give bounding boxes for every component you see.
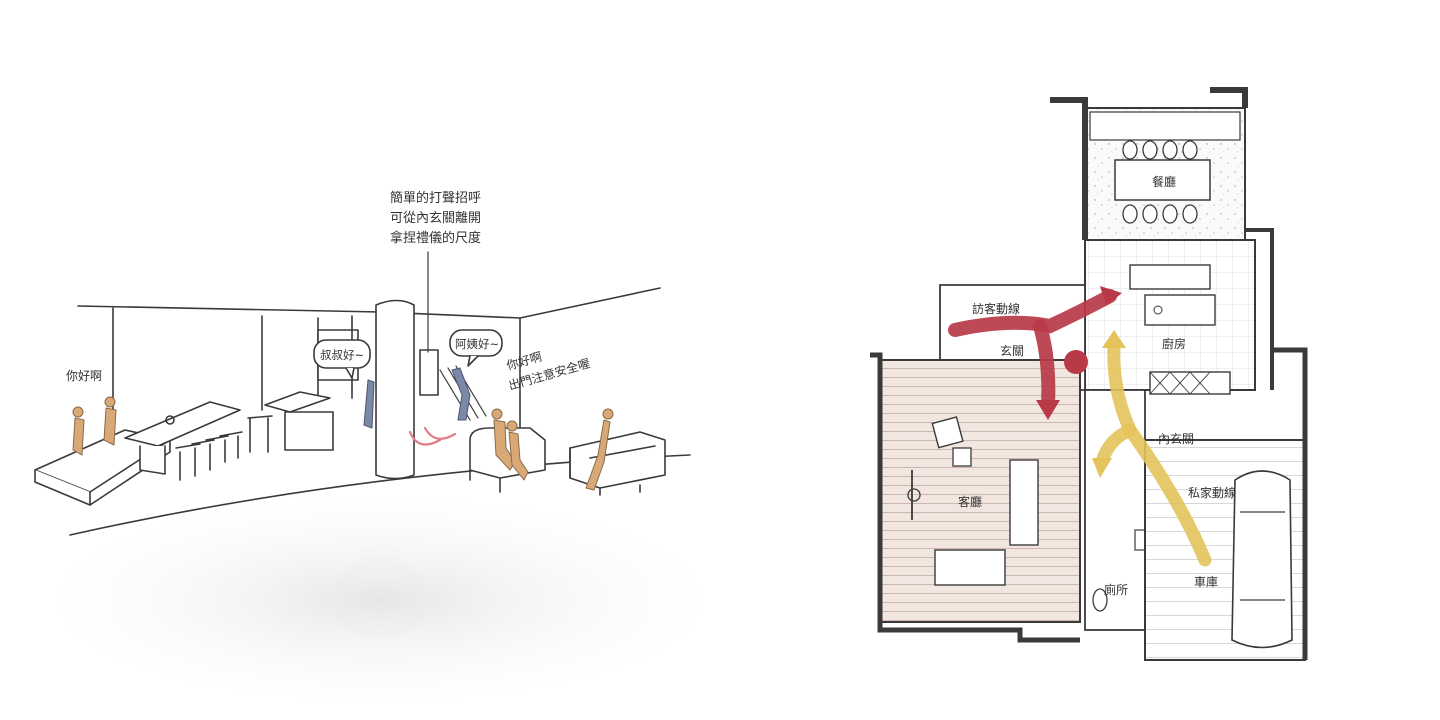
sketch-caption: 簡單的打聲招呼 可從內玄關離開 拿捏禮儀的尺度 xyxy=(390,190,481,246)
private-route-arrowhead xyxy=(1102,330,1126,348)
visitor-route-arrow xyxy=(948,289,1117,337)
room-label-inner-entry: 內玄關 xyxy=(1158,431,1194,446)
room-label-garage: 車庫 xyxy=(1194,575,1218,589)
room-label-dining: 餐廳 xyxy=(1152,174,1176,189)
room-label-toilet: 廁所 xyxy=(1104,582,1128,597)
greeting-reply-line: 你好啊 xyxy=(505,349,543,372)
center-column xyxy=(375,299,415,480)
caption-line: 拿捏禮儀的尺度 xyxy=(390,230,481,246)
caption-line: 可從內玄關離開 xyxy=(390,211,481,226)
sofa xyxy=(569,431,666,489)
private-route-arrow xyxy=(1107,338,1212,567)
room-label-entry: 玄關 xyxy=(1000,343,1024,358)
route-label-visitor: 訪客動線 xyxy=(972,301,1020,316)
kitchen-island-plan xyxy=(1129,264,1211,290)
dining-chairs xyxy=(1122,140,1198,224)
dining-table xyxy=(1114,159,1211,201)
car xyxy=(1231,470,1293,649)
visitor-route-dot xyxy=(1064,350,1088,374)
exterior-wall xyxy=(1050,97,1088,240)
bar-stools xyxy=(175,431,243,481)
floor-shadow xyxy=(60,500,700,700)
pink-arrow xyxy=(408,430,442,446)
ceiling-line xyxy=(77,287,661,319)
bubble-aunt-text: 阿姨好~ xyxy=(455,337,499,351)
family-figures xyxy=(72,396,614,491)
floor-plan: 餐廳 廚房 玄關 客廳 內玄關 廁所 車庫 訪客動線 私家動線 xyxy=(870,87,1308,661)
kitchen-island xyxy=(264,391,331,413)
greeting-hello-text: 你好啊 xyxy=(66,369,102,383)
sofa-plan xyxy=(1009,459,1039,546)
bubble-uncle-text: 叔叔好~ xyxy=(320,348,364,362)
speech-bubble-uncle xyxy=(313,339,371,369)
route-label-private: 私家動線 xyxy=(1188,485,1236,500)
long-table xyxy=(124,401,241,447)
visitor-route-arrowhead xyxy=(1100,286,1122,306)
room-label-living: 客廳 xyxy=(958,494,982,509)
caption-line: 簡單的打聲招呼 xyxy=(390,190,481,206)
room-label-kitchen: 廚房 xyxy=(1162,336,1186,351)
interior-sketch xyxy=(34,251,700,700)
